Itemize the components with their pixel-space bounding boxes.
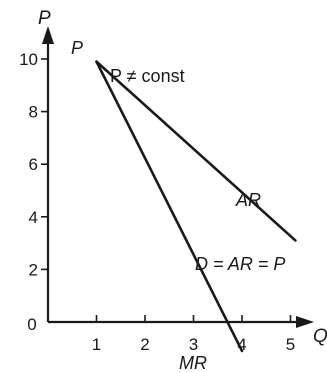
y-ticks: 2 4 6 8 10 <box>19 50 48 279</box>
y-tick-label-10: 10 <box>19 50 38 69</box>
ar-curve-label: AR <box>235 190 261 210</box>
y-tick-label-6: 6 <box>29 155 38 174</box>
x-tick-label-5: 5 <box>286 335 295 354</box>
origin-label: 0 <box>27 315 36 334</box>
y-tick-label-2: 2 <box>29 260 38 279</box>
x-tick-label-3: 3 <box>189 335 198 354</box>
y-tick-label-4: 4 <box>29 208 38 227</box>
series-line-ar <box>95 60 297 242</box>
series-line-mr <box>95 60 244 353</box>
x-tick-label-2: 2 <box>140 335 149 354</box>
x-tick-label-4: 4 <box>237 335 246 354</box>
x-axis-arrow <box>296 316 314 328</box>
mr-curve-label: MR <box>179 353 207 373</box>
series-layer <box>95 60 297 353</box>
demand-equation-label: D = AR = P <box>195 254 285 274</box>
x-axis-label: Q <box>313 326 327 347</box>
axes <box>42 26 314 328</box>
y-axis-label: P <box>38 8 51 29</box>
y-tick-label-8: 8 <box>29 103 38 122</box>
x-ticks: 1 2 3 4 5 <box>92 315 295 354</box>
peak-price-label: P <box>71 38 83 58</box>
price-not-constant-note: P ≠ const <box>110 66 185 86</box>
x-tick-label-1: 1 <box>92 335 101 354</box>
y-axis-arrow <box>42 26 54 44</box>
